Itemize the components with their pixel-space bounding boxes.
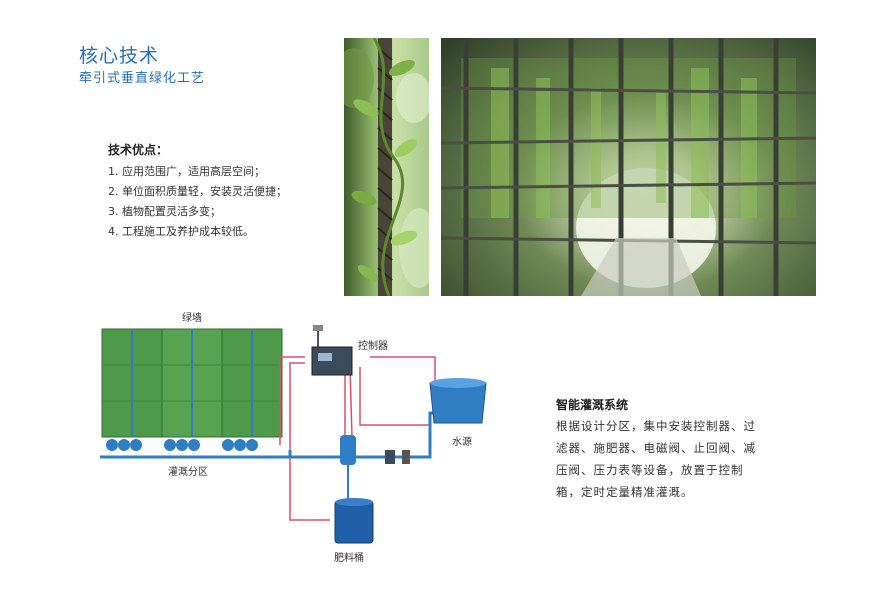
advantage-item: 1. 应用范围广，适用高层空间；: [108, 165, 265, 178]
advantages-list: 1. 应用范围广，适用高层空间； 2. 单位面积质量轻，安装灵活便捷； 3. 植…: [108, 162, 287, 242]
controller-label: 控制器: [358, 341, 388, 352]
green-wall-label: 绿墙: [182, 313, 202, 324]
cable-vine-photo: [344, 38, 429, 296]
zone-label: 灌溉分区: [168, 467, 208, 478]
fertilizer-label: 肥料桶: [334, 553, 364, 564]
irrigation-heading: 智能灌溉系统: [556, 398, 629, 412]
water-source-label: 水源: [452, 437, 472, 448]
green-wall: [101, 328, 283, 438]
atrium-green-wall-photo: [441, 38, 816, 296]
control-wires: [279, 356, 436, 521]
advantage-item: 2. 单位面积质量轻，安装灵活便捷；: [108, 185, 287, 198]
water-tank: [429, 378, 487, 424]
valve-cluster: [106, 439, 258, 451]
irrigation-diagram: 绿墙 控制器 水源 灌溉分区 肥料桶: [90, 305, 520, 570]
controller-box: [311, 325, 353, 376]
page-title: 核心技术: [79, 45, 160, 67]
page-subtitle: 牵引式垂直绿化工艺: [79, 71, 206, 86]
advantage-item: 3. 植物配置灵活多变；: [108, 205, 221, 218]
advantages-heading: 技术优点：: [108, 143, 169, 157]
irrigation-description: 根据设计分区，集中安装控制器、过滤器、施肥器、电磁阀、止回阀、减压阀、压力表等设…: [556, 419, 756, 499]
fertilizer-tank: [334, 498, 374, 544]
fertilizer-injector: [340, 435, 410, 505]
advantage-item: 4. 工程施工及养护成本较低。: [108, 225, 254, 238]
